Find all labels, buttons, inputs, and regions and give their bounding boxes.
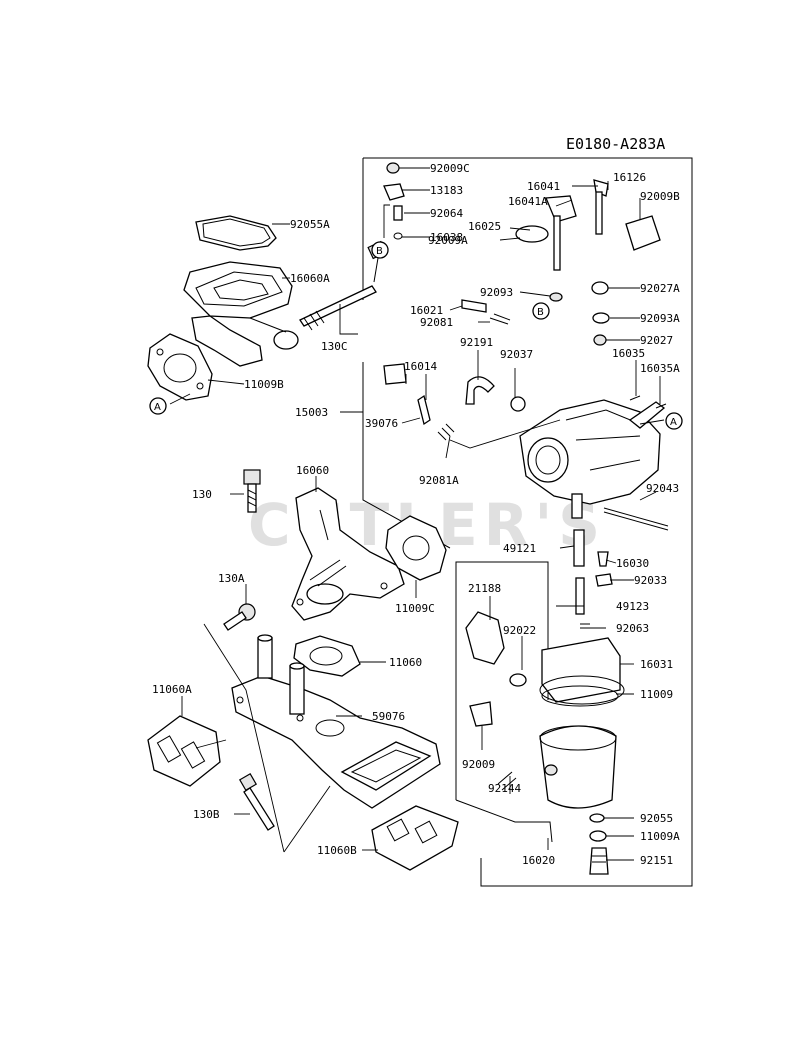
label-130c: 130C — [321, 340, 348, 353]
carb-holder-16060a — [183, 261, 299, 367]
label-92055a: 92055A — [290, 218, 330, 231]
svg-text:A: A — [670, 417, 677, 428]
label-21188: 21188 — [468, 582, 501, 595]
label-11060b: 11060B — [317, 844, 357, 857]
label-130: 130 — [192, 488, 212, 501]
label-92055: 92055 — [640, 812, 673, 825]
ref-marker-b-left: B — [371, 241, 389, 259]
leader-lines — [169, 167, 665, 861]
diagram-code: E0180-A283A — [566, 135, 665, 153]
label-16035: 16035 — [612, 347, 645, 360]
label-11060a: 11060A — [152, 683, 192, 696]
float-valve-parts — [383, 363, 667, 441]
label-13183: 13183 — [430, 184, 463, 197]
label-92043: 92043 — [646, 482, 679, 495]
label-16126: 16126 — [613, 171, 646, 184]
label-92009c: 92009C — [430, 162, 470, 175]
part-number-labels: 92009C 13183 92064 16038 92055A 16060A 1… — [152, 162, 680, 867]
label-92093a: 92093A — [640, 312, 680, 325]
label-92081: 92081 — [420, 316, 453, 329]
label-39076: 39076 — [365, 417, 398, 430]
svg-text:B: B — [537, 307, 544, 318]
label-16035a: 16035A — [640, 362, 680, 375]
label-15003: 15003 — [295, 406, 328, 419]
ref-marker-b-right: B — [532, 302, 550, 320]
bolt-130b — [238, 772, 275, 831]
label-92027: 92027 — [640, 334, 673, 347]
carb-holder-16060 — [291, 487, 405, 621]
gasket-11009b — [147, 333, 213, 401]
svg-text:B: B — [376, 246, 383, 257]
float-bowl-16020 — [469, 701, 617, 809]
choke-parts — [383, 162, 661, 346]
label-11009a: 11009A — [640, 830, 680, 843]
label-16038: 16038 — [430, 231, 463, 244]
label-11009: 11009 — [640, 688, 673, 701]
carburetor-body-15003 — [519, 399, 666, 519]
label-11060: 11060 — [389, 656, 422, 669]
label-49121: 49121 — [503, 542, 536, 555]
intake-manifold-59076 — [231, 634, 441, 809]
label-16060a: 16060A — [290, 272, 330, 285]
label-16041a: 16041A — [508, 195, 548, 208]
label-16030: 16030 — [616, 557, 649, 570]
label-16020: 16020 — [522, 854, 555, 867]
label-92063: 92063 — [616, 622, 649, 635]
svg-text:A: A — [154, 402, 161, 413]
label-130a: 130A — [218, 572, 245, 585]
label-16041: 16041 — [527, 180, 560, 193]
label-16060: 16060 — [296, 464, 329, 477]
label-130b: 130B — [193, 808, 220, 821]
label-11009b: 11009B — [244, 378, 284, 391]
label-92009a: 92009A — [428, 234, 468, 247]
drain-plug-parts — [589, 813, 609, 875]
label-16031: 16031 — [640, 658, 673, 671]
label-16021: 16021 — [410, 304, 443, 317]
gasket-92055a — [195, 215, 277, 251]
gasket-11060a — [147, 715, 221, 787]
gasket-11009c — [385, 515, 447, 581]
label-49123: 49123 — [616, 600, 649, 613]
solenoid-21188 — [465, 611, 527, 687]
bolt-130 — [243, 469, 261, 513]
label-92081a: 92081A — [419, 474, 459, 487]
air-cleaner-base-frame — [455, 561, 553, 843]
label-92033: 92033 — [634, 574, 667, 587]
label-92191: 92191 — [460, 336, 493, 349]
ref-marker-a-left: A — [149, 397, 167, 415]
pin-92043 — [603, 507, 669, 531]
label-92151: 92151 — [640, 854, 673, 867]
label-16025: 16025 — [468, 220, 501, 233]
ref-marker-a-right: A — [665, 412, 683, 430]
label-92022: 92022 — [503, 624, 536, 637]
label-11009c: 11009C — [395, 602, 435, 615]
label-16014: 16014 — [404, 360, 437, 373]
label-59076: 59076 — [372, 710, 405, 723]
label-92037: 92037 — [500, 348, 533, 361]
gasket-11060 — [293, 635, 361, 677]
bolt-130a — [223, 603, 256, 631]
jets-and-needles — [497, 529, 613, 791]
label-92144: 92144 — [488, 782, 521, 795]
label-92009b: 92009B — [640, 190, 680, 203]
float-16031 — [539, 637, 625, 707]
label-92064: 92064 — [430, 207, 463, 220]
gasket-11060b — [371, 805, 459, 871]
label-92027a: 92027A — [640, 282, 680, 295]
label-92009: 92009 — [462, 758, 495, 771]
label-92093: 92093 — [480, 286, 513, 299]
